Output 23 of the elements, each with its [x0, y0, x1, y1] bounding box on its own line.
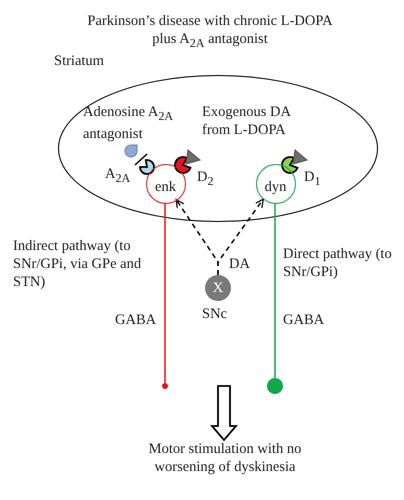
drug-label: Exogenous DA from L-DOPA — [202, 103, 292, 139]
region-label: Striatum — [54, 52, 105, 70]
neuron-annotation: DA — [229, 255, 251, 273]
pathway-label: Indirect pathway (to SNr/GPi, via GPe and STN) — [13, 237, 142, 291]
outcome-text: Motor stimulation with no worsening of dyskinesia — [148, 440, 302, 476]
neuron-annotation: SNc — [202, 305, 228, 323]
axon-terminal — [162, 383, 168, 389]
edge-label: GABA — [115, 311, 158, 329]
block-arrow — [210, 385, 238, 442]
pathway-label: Direct pathway (to SNr/GPi) — [283, 245, 393, 281]
neuron-label: dyn — [264, 178, 288, 196]
neuron-label: enk — [154, 178, 177, 196]
axon-line — [164, 203, 166, 383]
dashed-arrow — [217, 198, 264, 275]
title: Parkinson’s disease with chronic L-DOPA plus A$_{2A}$ antagonist — [86, 12, 334, 52]
edge-label: GABA — [283, 311, 326, 329]
neuron-annotation: A$_{2A}$ — [105, 165, 132, 187]
axon-terminal — [267, 378, 283, 394]
axon-line — [274, 203, 276, 378]
drug-label: Adenosine A$_{2A}$ antagonist — [83, 103, 174, 143]
neuron-label: X — [212, 279, 224, 297]
neuron-annotation: D$_{1}$ — [304, 168, 322, 190]
neuron-annotation: D$_{2}$ — [197, 168, 215, 190]
